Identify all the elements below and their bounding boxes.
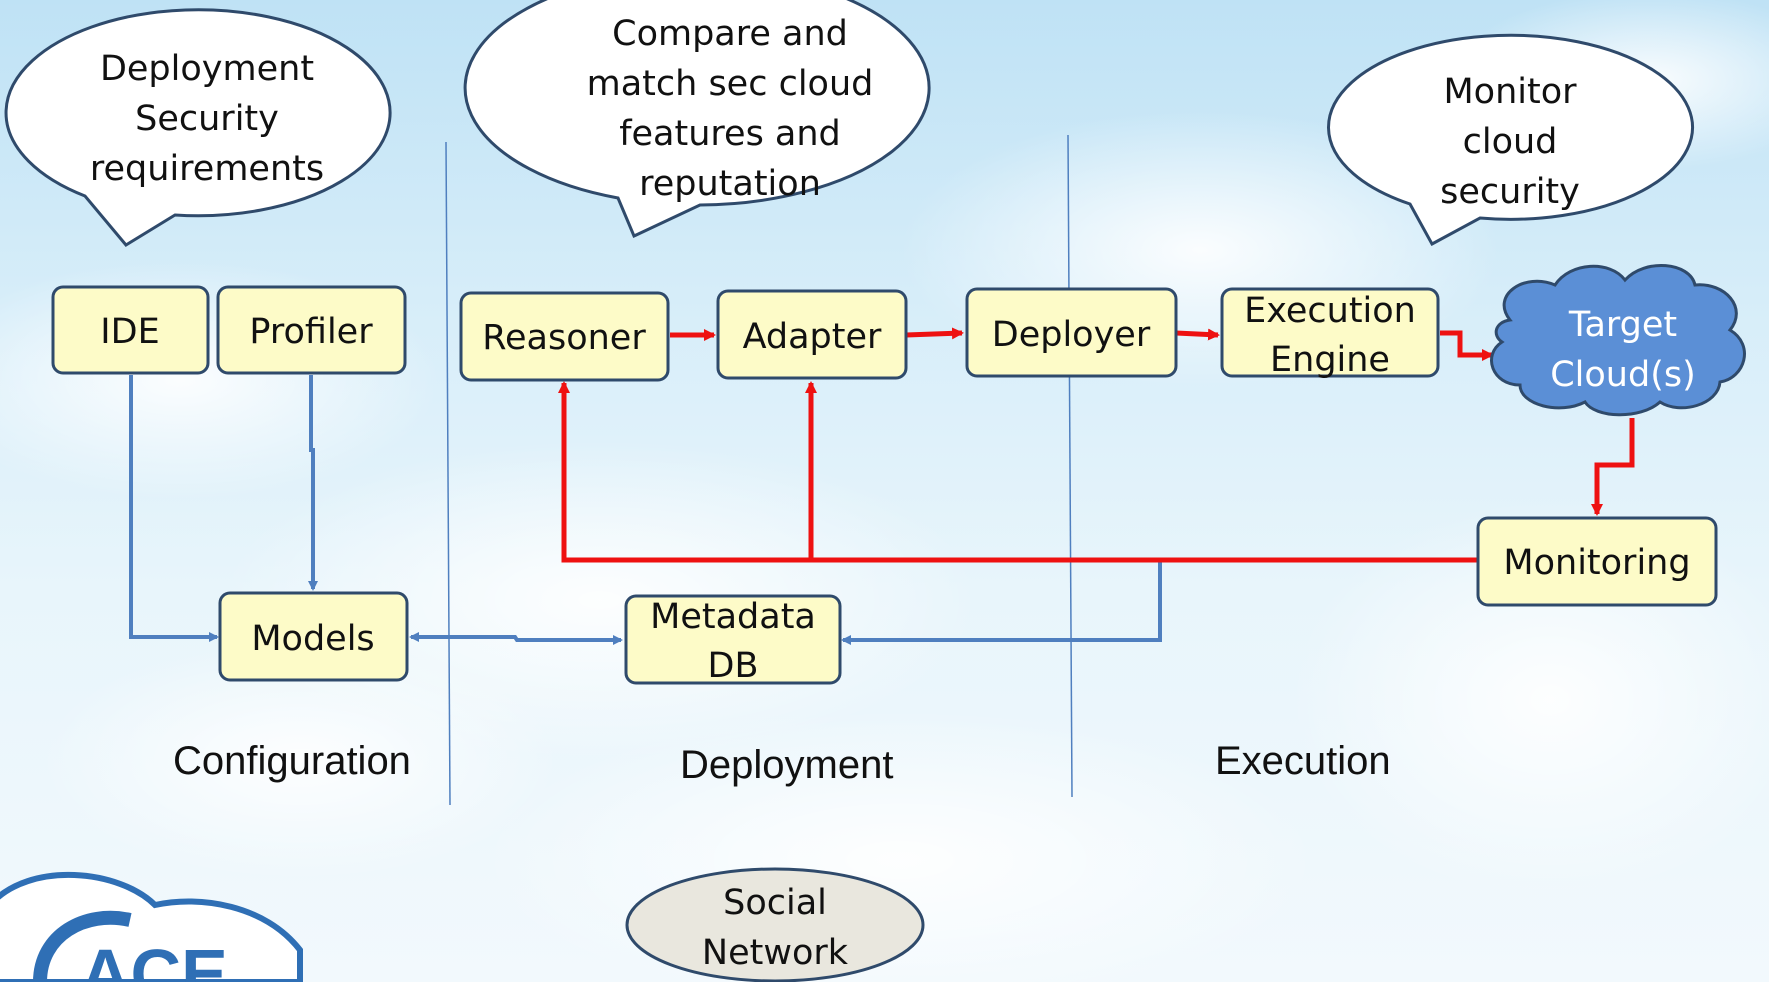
- text-line: Profiler: [249, 312, 373, 352]
- deployer-label: Deployer: [992, 315, 1151, 355]
- blue-connectors: [129, 375, 1162, 645]
- feedback-to-metadata-edge: [841, 560, 1162, 645]
- divider-config-deploy: [445, 141, 451, 806]
- text-line: Monitor: [1443, 72, 1577, 112]
- monitoring-box[interactable]: Monitoring: [1476, 516, 1718, 607]
- models-metadata-edge: [409, 632, 623, 645]
- phase-deployment: Deployment: [680, 743, 893, 787]
- text-line: Target: [1568, 305, 1677, 345]
- bubble-compare-match: Compare and match sec cloud features and re…: [463, 0, 931, 239]
- bubble-monitor-security-text: Monitor cloud security: [1440, 72, 1580, 212]
- text-line: Models: [251, 619, 374, 659]
- text-line: Deployment: [100, 49, 314, 89]
- text-line: Security: [135, 99, 279, 139]
- text-line: IDE: [100, 312, 159, 352]
- models-label: Models: [251, 619, 374, 659]
- text-line: Network: [702, 933, 849, 973]
- adapter-box[interactable]: Adapter: [716, 289, 908, 380]
- adapter-label: Adapter: [743, 317, 882, 357]
- phase-configuration: Configuration: [173, 739, 411, 783]
- profiler-to-models-edge: [308, 375, 318, 591]
- text-line: Cloud(s): [1550, 355, 1696, 395]
- text-line: Monitoring: [1503, 543, 1690, 583]
- profiler-label: Profiler: [249, 312, 373, 352]
- reasoner-label: Reasoner: [482, 318, 646, 358]
- red-connectors: [558, 327, 1635, 563]
- ide-to-models-edge: [129, 375, 219, 642]
- text-line: Social: [723, 883, 827, 923]
- text-line: Adapter: [743, 317, 882, 357]
- models-box[interactable]: Models: [218, 591, 409, 682]
- text-line: cloud: [1463, 122, 1558, 162]
- cloud-to-monitoring-edge: [1591, 418, 1635, 516]
- text-line: DB: [708, 646, 759, 686]
- deployer-box[interactable]: Deployer: [965, 287, 1178, 378]
- monitoring-feedback-edge: [558, 381, 1477, 563]
- logo-text: ACE: [80, 935, 228, 982]
- deployer-to-engine-edge: [1175, 328, 1220, 341]
- engine-to-cloud-edge: [1440, 330, 1494, 361]
- adapter-to-deployer-edge: [905, 327, 964, 340]
- profiler-box[interactable]: Profiler: [216, 285, 407, 375]
- text-line: Metadata: [650, 597, 816, 637]
- divider-deploy-exec: [1067, 134, 1073, 798]
- text-line: Engine: [1270, 340, 1390, 380]
- phase-execution: Execution: [1215, 739, 1391, 783]
- text-line: match sec cloud: [587, 64, 874, 104]
- text-line: Execution: [1244, 291, 1416, 331]
- reasoner-box[interactable]: Reasoner: [459, 291, 670, 382]
- text-line: Deployer: [992, 315, 1151, 355]
- text-line: security: [1440, 172, 1580, 212]
- text-line: reputation: [639, 164, 821, 204]
- cloud-sun-logo: ACE: [0, 871, 303, 982]
- text-line: Compare and: [612, 14, 848, 54]
- monitoring-label: Monitoring: [1503, 543, 1690, 583]
- ide-box[interactable]: IDE: [51, 285, 210, 375]
- text-line: Reasoner: [482, 318, 646, 358]
- bubble-monitor-security: Monitor cloud security: [1327, 33, 1695, 247]
- text-line: requirements: [90, 149, 324, 189]
- text-line: features and: [619, 114, 841, 154]
- bubble-compare-match-text: Compare and match sec cloud features and re…: [587, 14, 874, 204]
- ide-label: IDE: [100, 312, 159, 352]
